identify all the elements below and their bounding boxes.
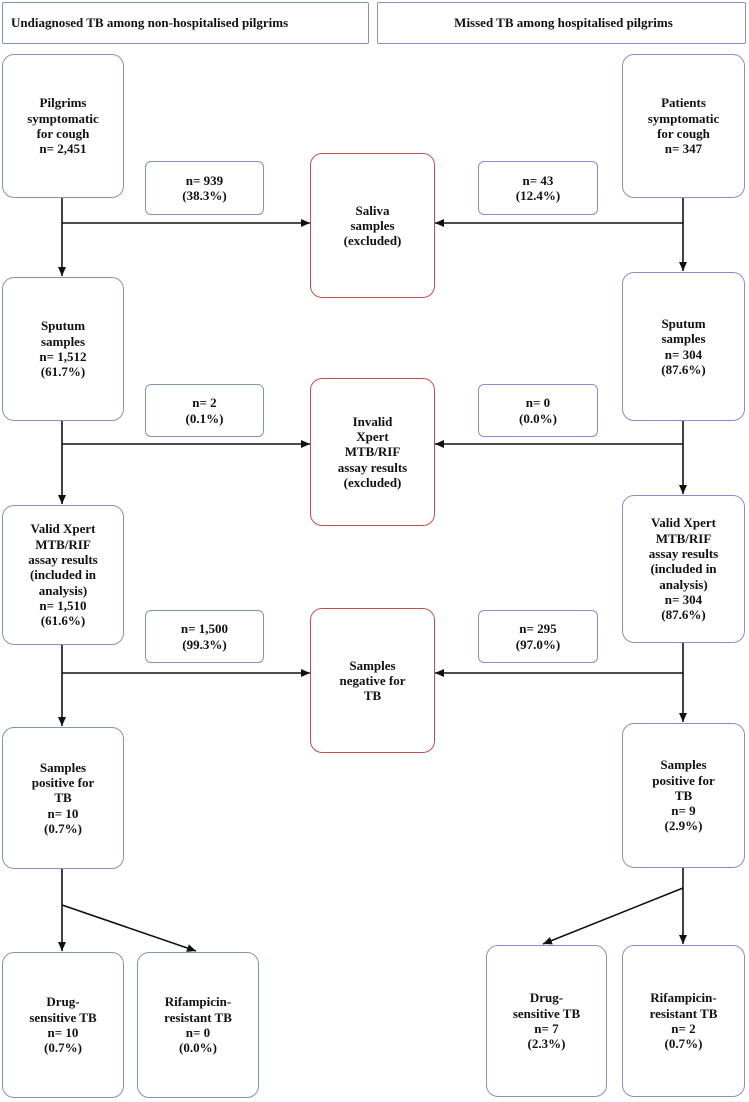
left-drug-sensitive-box: Drug- sensitive TB n= 10 (0.7%) (2, 952, 124, 1098)
right-valid-box: Valid Xpert MTB/RIF assay results (inclu… (622, 495, 745, 643)
right-saliva-count-text: n= 43 (12.4%) (515, 172, 561, 203)
left-invalid-count: n= 2 (0.1%) (145, 384, 264, 437)
header-right: Missed TB among hospitalised pilgrims (377, 2, 746, 44)
left-rif-resistant-box: Rifampicin- resistant TB n= 0 (0.0%) (137, 952, 259, 1098)
left-drug-sensitive-text: Drug- sensitive TB n= 10 (0.7%) (29, 994, 97, 1056)
header-left-text: Undiagnosed TB among non-hospitalised pi… (11, 15, 289, 31)
right-invalid-count-text: n= 0 (0.0%) (519, 395, 557, 426)
invalid-results-text: Invalid Xpert MTB/RIF assay results (exc… (337, 413, 408, 490)
header-left: Undiagnosed TB among non-hospitalised pi… (2, 2, 369, 44)
invalid-results-box: Invalid Xpert MTB/RIF assay results (exc… (310, 378, 435, 526)
arrow-right-to-drug-sensitive (542, 887, 684, 945)
right-saliva-count: n= 43 (12.4%) (478, 161, 598, 215)
left-symptomatic-box: Pilgrims symptomatic for cough n= 2,451 (2, 54, 124, 198)
right-drug-sensitive-text: Drug- sensitive TB n= 7 (2.3%) (512, 990, 581, 1052)
left-symptomatic-text: Pilgrims symptomatic for cough n= 2,451 (27, 95, 99, 157)
left-sputum-text: Sputum samples n= 1,512 (61.7%) (39, 318, 87, 380)
right-symptomatic-box: Patients symptomatic for cough n= 347 (622, 54, 745, 198)
left-negative-count: n= 1,500 (99.3%) (145, 610, 264, 663)
left-negative-count-text: n= 1,500 (99.3%) (180, 621, 229, 652)
right-negative-count: n= 295 (97.0%) (478, 610, 598, 663)
left-valid-box: Valid Xpert MTB/RIF assay results (inclu… (2, 505, 124, 645)
arrow-left-to-rif-resistant (61, 904, 197, 952)
right-sputum-text: Sputum samples n= 304 (87.6%) (661, 315, 706, 377)
left-valid-text: Valid Xpert MTB/RIF assay results (inclu… (28, 521, 98, 629)
negative-samples-text: Samples negative for TB (339, 657, 406, 704)
saliva-excluded-text: Saliva samples (excluded) (343, 202, 402, 249)
right-invalid-count: n= 0 (0.0%) (478, 384, 598, 437)
left-rif-resistant-text: Rifampicin- resistant TB n= 0 (0.0%) (164, 994, 232, 1056)
right-negative-count-text: n= 295 (97.0%) (515, 621, 561, 652)
right-valid-text: Valid Xpert MTB/RIF assay results (inclu… (648, 515, 719, 623)
right-symptomatic-text: Patients symptomatic for cough n= 347 (647, 95, 720, 157)
left-saliva-count-text: n= 939 (38.3%) (182, 172, 227, 203)
right-positive-text: Samples positive for TB n= 9 (2.9%) (652, 757, 715, 834)
left-positive-box: Samples positive for TB n= 10 (0.7%) (2, 727, 124, 869)
right-rif-resistant-box: Rifampicin- resistant TB n= 2 (0.7%) (622, 945, 745, 1097)
negative-samples-box: Samples negative for TB (310, 608, 435, 753)
saliva-excluded-box: Saliva samples (excluded) (310, 153, 435, 298)
left-sputum-box: Sputum samples n= 1,512 (61.7%) (2, 277, 124, 421)
right-sputum-box: Sputum samples n= 304 (87.6%) (622, 272, 745, 421)
header-right-text: Missed TB among hospitalised pilgrims (454, 15, 673, 31)
left-positive-text: Samples positive for TB n= 10 (0.7%) (31, 759, 95, 836)
right-positive-box: Samples positive for TB n= 9 (2.9%) (622, 723, 745, 868)
right-rif-resistant-text: Rifampicin- resistant TB n= 2 (0.7%) (649, 990, 718, 1052)
left-saliva-count: n= 939 (38.3%) (145, 161, 264, 215)
left-invalid-count-text: n= 2 (0.1%) (185, 395, 224, 426)
right-drug-sensitive-box: Drug- sensitive TB n= 7 (2.3%) (486, 945, 607, 1097)
